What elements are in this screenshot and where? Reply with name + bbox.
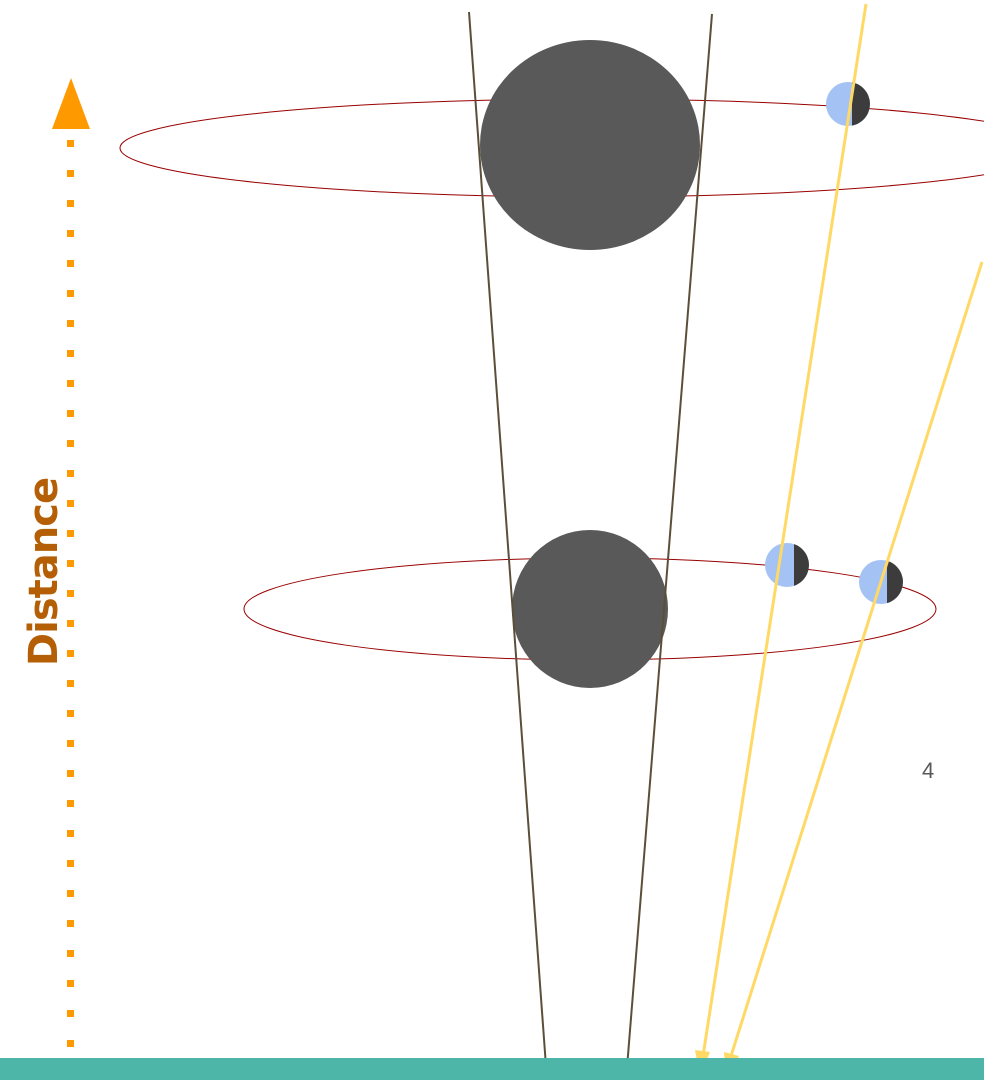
axis-dot <box>67 470 74 477</box>
page-number: 4 <box>922 758 935 783</box>
axis-dot <box>67 350 74 357</box>
axis-dot <box>67 710 74 717</box>
distance-axis <box>52 78 90 1047</box>
light-ray-1 <box>695 3 868 1078</box>
axis-dot <box>67 980 74 987</box>
axis-dot <box>67 410 74 417</box>
axis-dot <box>67 770 74 777</box>
planet-far <box>480 40 700 250</box>
arrow-up-icon <box>52 78 90 129</box>
axis-dot <box>67 1040 74 1047</box>
moon-near-left <box>765 543 809 587</box>
axis-dot <box>67 950 74 957</box>
footer-bar <box>0 1058 984 1080</box>
axis-dot <box>67 830 74 837</box>
planet-near <box>512 530 668 688</box>
axis-dot <box>67 230 74 237</box>
axis-dot <box>67 200 74 207</box>
axis-dot <box>67 890 74 897</box>
axis-dot <box>67 290 74 297</box>
axis-dot <box>67 590 74 597</box>
axis-dot <box>67 380 74 387</box>
sight-line-right <box>625 13 713 1080</box>
axis-dot <box>67 620 74 627</box>
sight-line-left <box>468 11 548 1080</box>
axis-dot <box>67 1010 74 1017</box>
axis-dot <box>67 170 74 177</box>
axis-dot <box>67 440 74 447</box>
axis-dot <box>67 920 74 927</box>
axis-dot <box>67 800 74 807</box>
axis-dot <box>67 140 74 147</box>
axis-dot <box>67 860 74 867</box>
moon-far <box>826 82 870 126</box>
axis-dot <box>67 680 74 687</box>
axis-dot <box>67 560 74 567</box>
axis-dot <box>67 500 74 507</box>
axis-dot <box>67 740 74 747</box>
axis-dot <box>67 530 74 537</box>
axis-dot <box>67 260 74 267</box>
axis-dot <box>67 650 74 657</box>
distance-axis-label: Distance <box>21 471 67 673</box>
axis-dot <box>67 320 74 327</box>
